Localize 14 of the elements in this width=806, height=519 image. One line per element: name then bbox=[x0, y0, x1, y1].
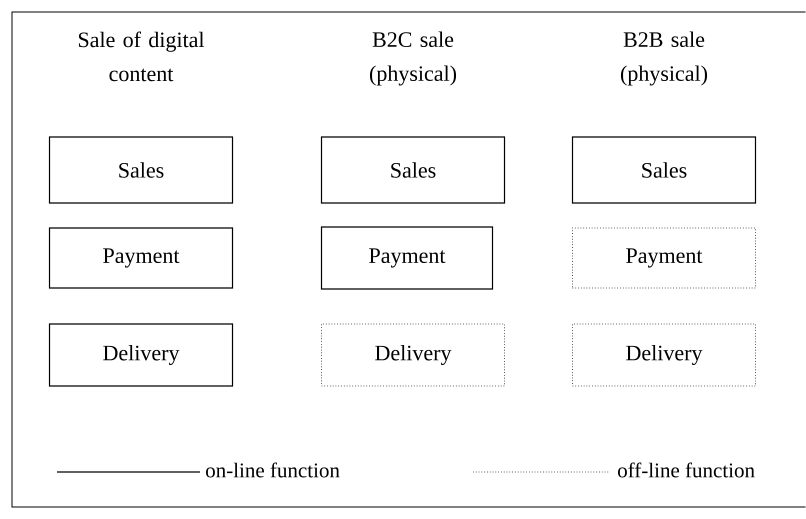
column-heading: B2B sale (physical) bbox=[621, 32, 708, 86]
function-box: Delivery bbox=[572, 324, 756, 386]
legend-text: off-line function bbox=[618, 462, 755, 478]
column-heading: B2C sale (physical) bbox=[370, 32, 456, 86]
function-box: Delivery bbox=[48, 323, 234, 387]
function-box: Sales bbox=[320, 136, 506, 204]
function-box: Payment bbox=[320, 226, 494, 290]
function-box: Sales bbox=[572, 136, 756, 204]
function-box: Payment bbox=[48, 227, 234, 289]
column-heading: Sale of digital content bbox=[78, 32, 204, 82]
function-box: Sales bbox=[48, 136, 234, 204]
function-box: Delivery bbox=[321, 324, 505, 386]
function-box: Payment bbox=[572, 228, 756, 288]
legend-text: on-line function bbox=[206, 462, 340, 478]
